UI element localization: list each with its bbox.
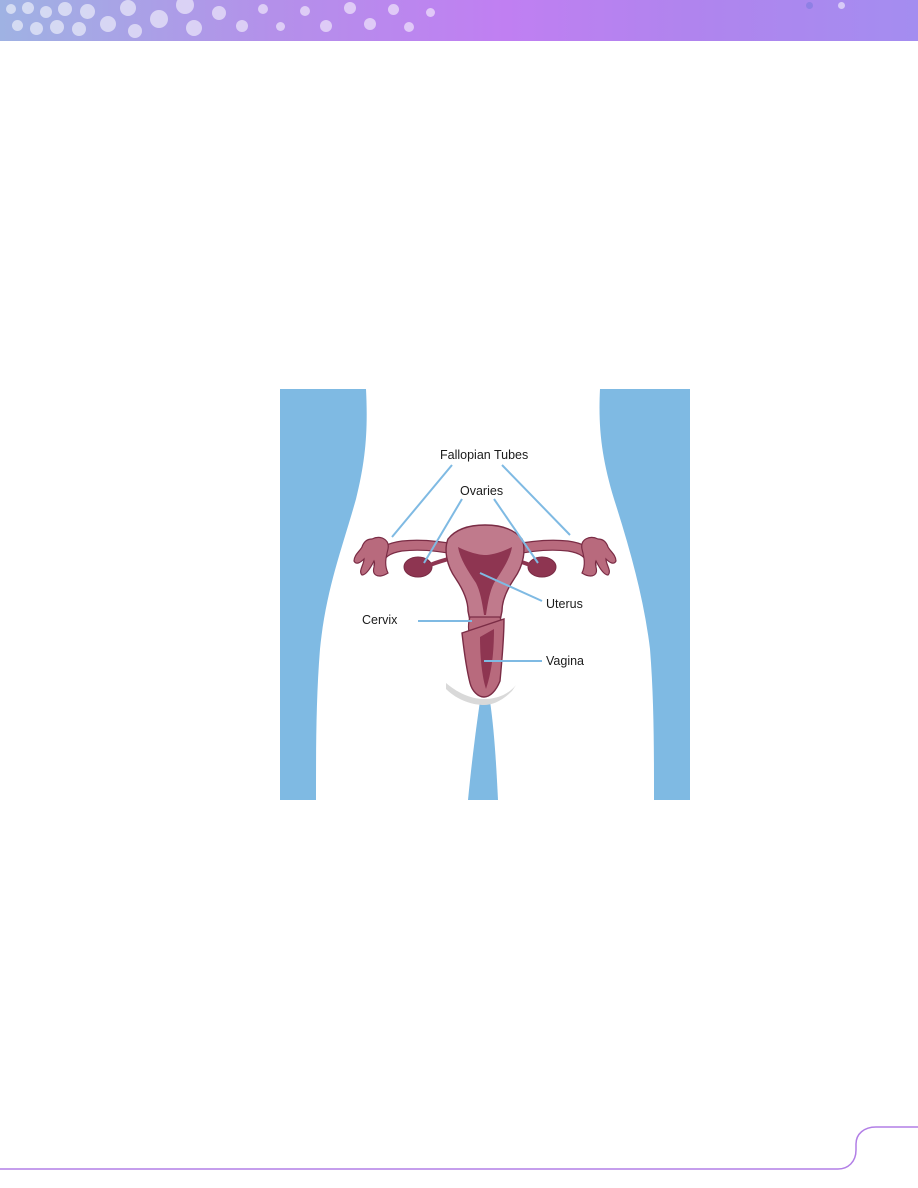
frame-line xyxy=(0,1126,918,1170)
left-fimbriae xyxy=(353,536,389,577)
banner-dot xyxy=(276,22,285,31)
banner-dot xyxy=(12,20,23,31)
banner-dot xyxy=(806,2,813,9)
banner-dot xyxy=(22,2,34,14)
banner-dot xyxy=(300,6,310,16)
label-uterus: Uterus xyxy=(546,597,583,611)
banner-dot xyxy=(120,0,136,16)
right-fimbriae xyxy=(581,536,617,577)
banner-dot xyxy=(404,22,414,32)
banner-dot xyxy=(364,18,376,30)
banner-dot xyxy=(6,4,16,14)
header-banner xyxy=(0,0,918,41)
banner-dot xyxy=(100,16,116,32)
banner-dot xyxy=(320,20,332,32)
banner-dot xyxy=(258,4,268,14)
leader-fallopian-left xyxy=(391,464,453,538)
uterine-cavity xyxy=(458,547,512,615)
vaginal-canal xyxy=(480,629,494,689)
left-body-silhouette xyxy=(280,389,367,800)
right-body-silhouette xyxy=(599,389,690,800)
banner-dot xyxy=(128,24,142,38)
label-fallopian-tubes: Fallopian Tubes xyxy=(440,448,528,462)
leader-ovary-right xyxy=(493,498,539,564)
leader-ovary-left xyxy=(423,498,463,564)
label-ovaries: Ovaries xyxy=(460,484,503,498)
inner-thigh-gap xyxy=(468,701,498,800)
reproductive-anatomy-diagram: Fallopian Tubes Ovaries Uterus Cervix Va… xyxy=(280,389,690,800)
banner-dot xyxy=(30,22,43,35)
banner-dot xyxy=(388,4,399,15)
banner-dot xyxy=(40,6,52,18)
right-ovary xyxy=(527,556,557,578)
banner-dot xyxy=(50,20,64,34)
label-vagina: Vagina xyxy=(546,654,584,668)
banner-dot xyxy=(344,2,356,14)
banner-dot xyxy=(58,2,72,16)
banner-dot xyxy=(838,2,845,9)
banner-dot xyxy=(150,10,168,28)
leader-fallopian-right xyxy=(501,464,571,536)
banner-dot xyxy=(176,0,194,14)
pelvic-floor xyxy=(446,683,516,705)
diagram-svg: Fallopian Tubes Ovaries Uterus Cervix Va… xyxy=(280,389,690,800)
label-cervix: Cervix xyxy=(362,613,398,627)
banner-dot xyxy=(212,6,226,20)
banner-dot xyxy=(186,20,202,36)
banner-dot xyxy=(236,20,248,32)
banner-dot xyxy=(426,8,435,17)
banner-dot xyxy=(80,4,95,19)
leader-uterus xyxy=(479,572,543,602)
page-frame xyxy=(0,1126,918,1170)
banner-dot xyxy=(72,22,86,36)
left-ovary xyxy=(403,556,433,578)
